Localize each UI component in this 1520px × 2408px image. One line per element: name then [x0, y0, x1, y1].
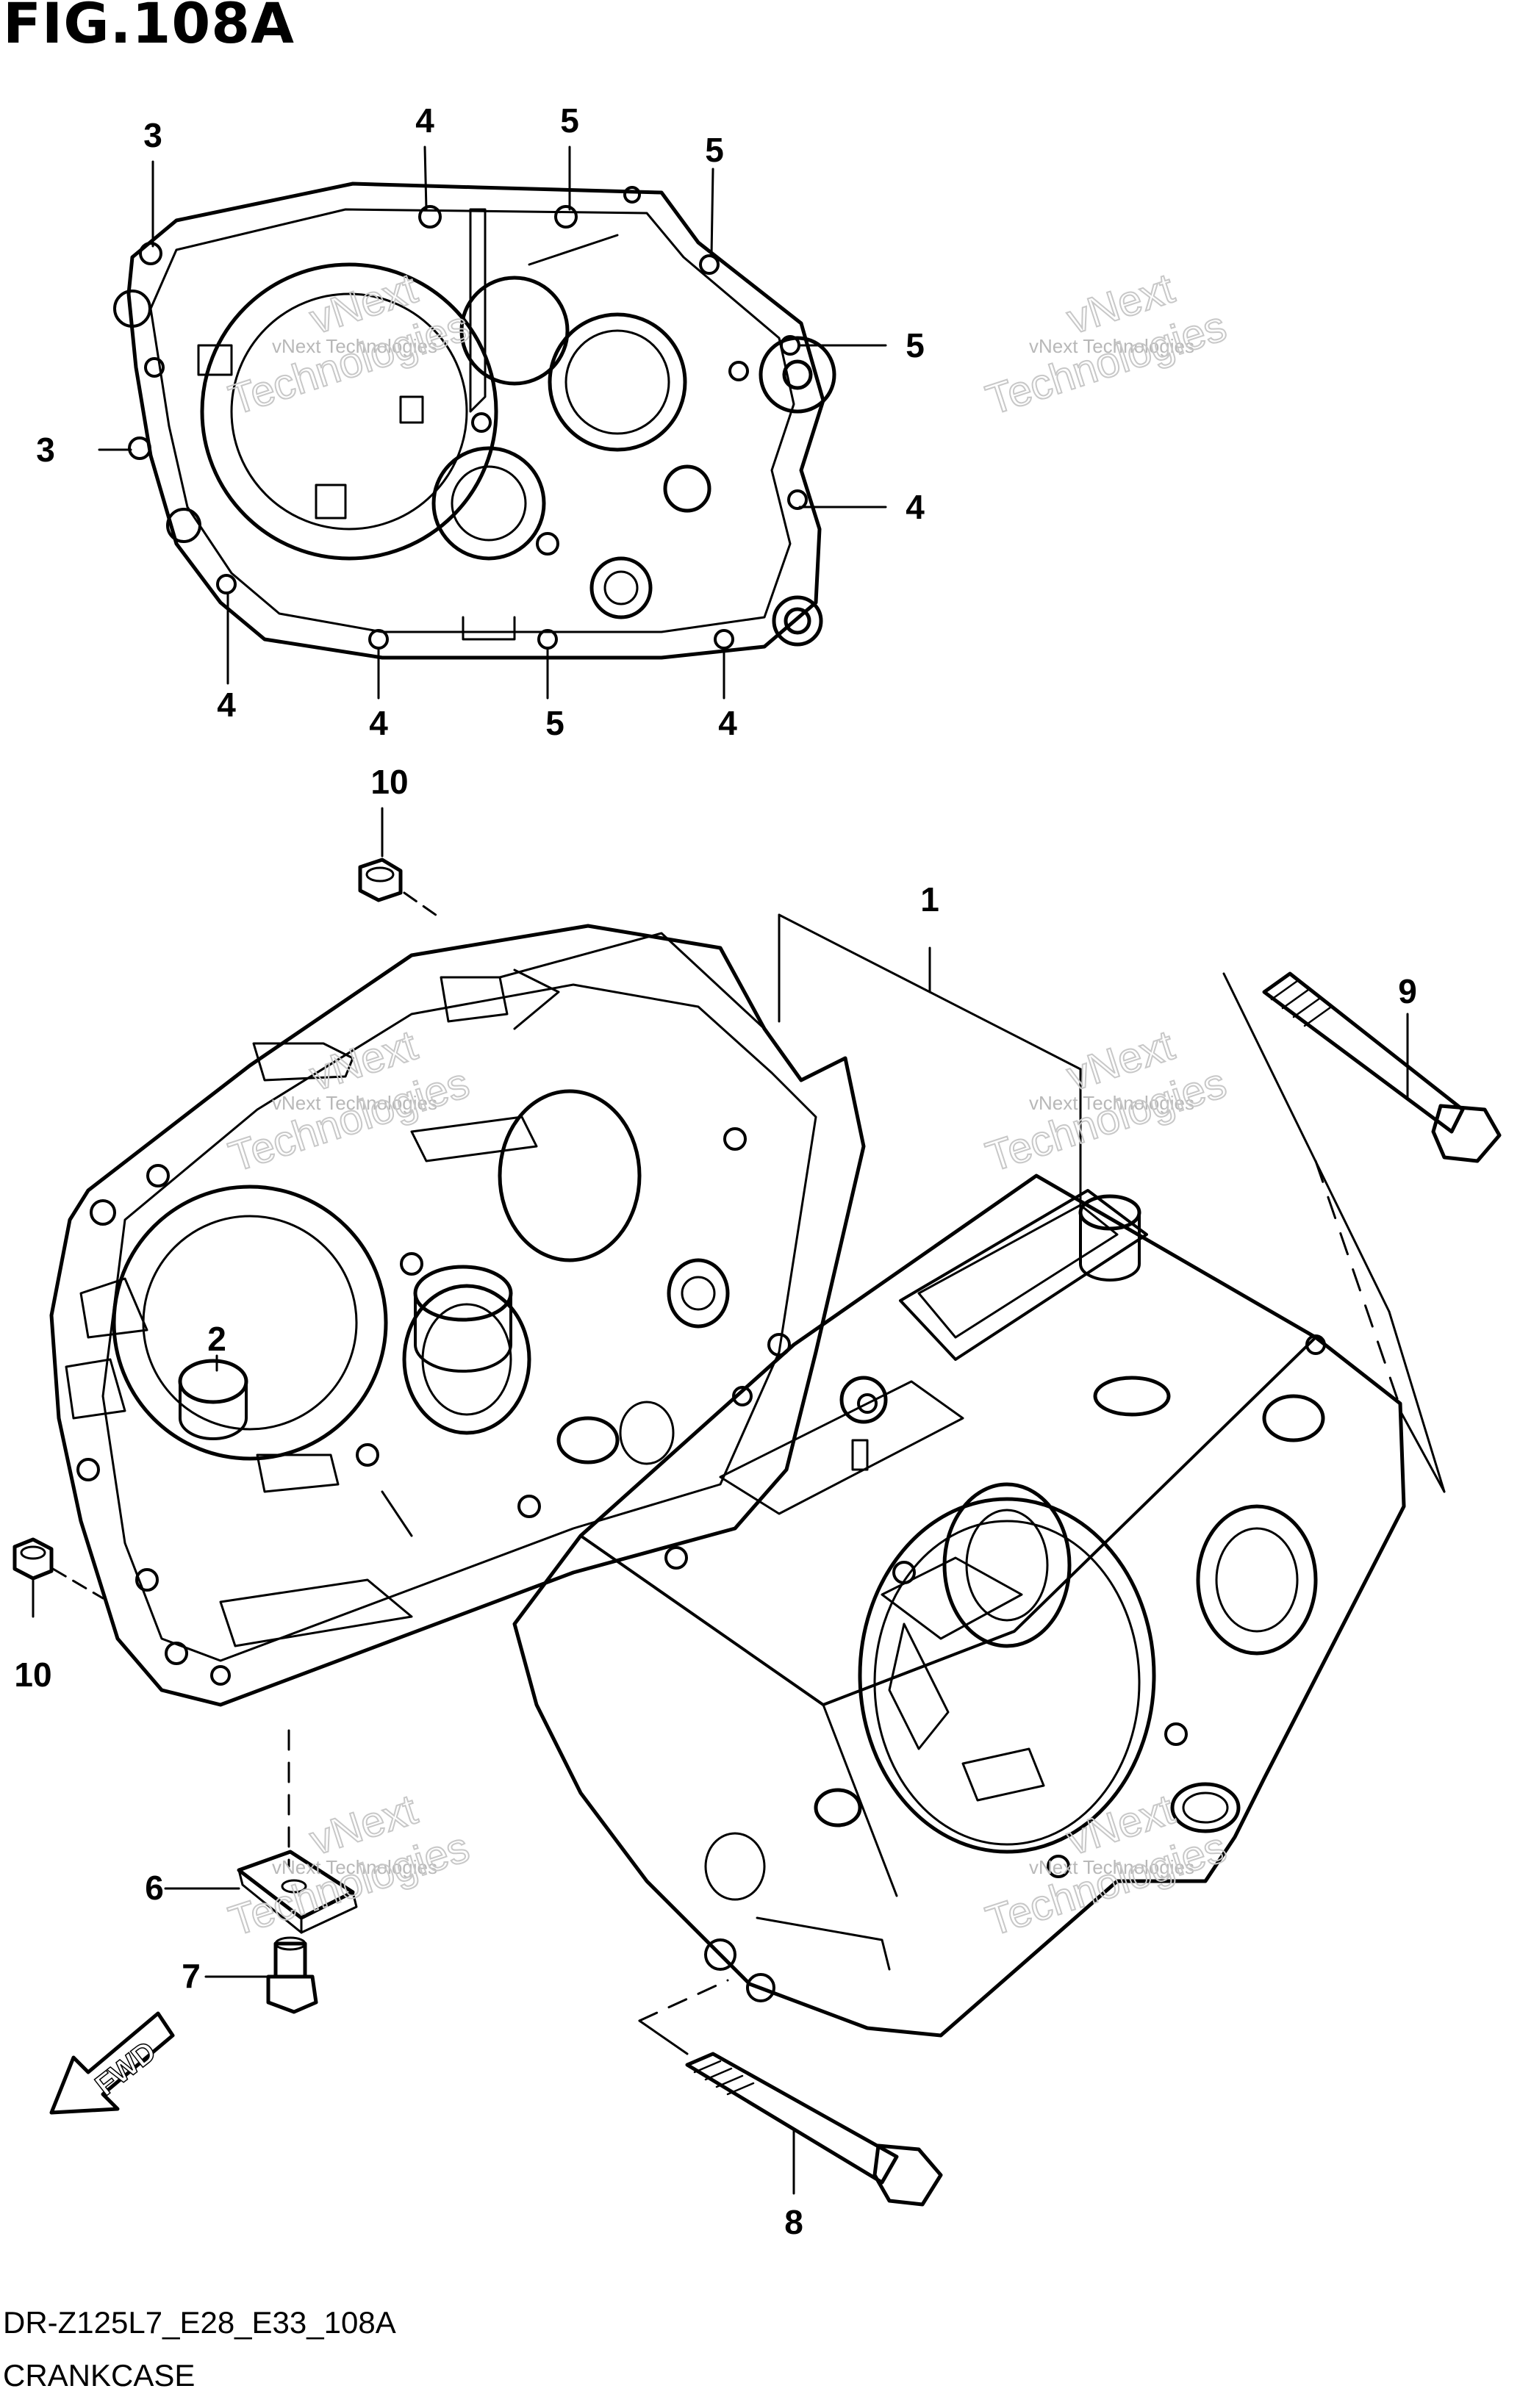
callout-5: 5 — [560, 101, 579, 140]
watermark-2: vNext Technologies vNext Technologies — [980, 264, 1233, 425]
callout-3: 3 — [143, 116, 162, 154]
callout-4: 4 — [718, 704, 737, 742]
svg-text:vNext Technologies: vNext Technologies — [1029, 1092, 1194, 1114]
part-10-nut-upper — [358, 807, 442, 920]
part-1-bracket — [778, 913, 1082, 1214]
svg-text:vNext Technologies: vNext Technologies — [1029, 1856, 1194, 1878]
callout-1: 1 — [920, 880, 939, 919]
figure-code: DR-Z125L7_E28_E33_108A — [3, 2305, 396, 2340]
crankcase-left-half — [49, 924, 866, 1707]
callout-10: 10 — [370, 763, 408, 801]
watermark-1: vNext Technologies vNext Technologies — [223, 264, 476, 425]
watermark-3: vNext Technologies vNext Technologies — [223, 1021, 476, 1182]
callout-5: 5 — [545, 704, 564, 742]
part-9-bolt — [1222, 971, 1502, 1493]
part-6-plate — [164, 1729, 358, 1934]
figure-title: FIG.108A — [3, 0, 295, 56]
callout-5: 5 — [705, 131, 724, 169]
part-10-nut-lower — [12, 1537, 104, 1618]
callout-5: 5 — [906, 326, 925, 364]
callout-2: 2 — [207, 1320, 226, 1358]
callout-4: 4 — [415, 101, 434, 140]
fwd-arrow-icon — [49, 2011, 175, 2115]
callout-9: 9 — [1398, 972, 1417, 1010]
callout-4: 4 — [217, 686, 236, 724]
figure-name: CRANKCASE — [3, 2358, 196, 2393]
svg-text:vNext Technologies: vNext Technologies — [272, 1092, 437, 1114]
callout-8: 8 — [784, 2203, 803, 2241]
callouts: 3 4 5 5 5 3 4 4 4 5 4 10 1 9 2 10 6 7 8 — [14, 101, 1416, 2241]
callout-6: 6 — [145, 1869, 164, 1907]
watermarks: vNext Technologies vNext Technologies vN… — [223, 264, 1233, 1947]
part-7-bolt — [204, 1936, 318, 2014]
fwd-label: FWD — [90, 2035, 162, 2102]
crankcase-right-half — [512, 1174, 1406, 2038]
part-8-bolt — [638, 1979, 943, 2207]
callout-10: 10 — [14, 1656, 51, 1694]
crankcase-mating-face — [98, 145, 887, 700]
svg-text:vNext Technologies: vNext Technologies — [272, 1856, 437, 1878]
watermark-5: vNext Technologies vNext Technologies — [223, 1785, 476, 1947]
svg-text:vNext Technologies: vNext Technologies — [272, 335, 437, 357]
watermark-4: vNext Technologies vNext Technologies — [980, 1021, 1233, 1182]
callout-4: 4 — [369, 704, 388, 742]
callout-7: 7 — [182, 1957, 201, 1995]
svg-text:vNext Technologies: vNext Technologies — [1029, 335, 1194, 357]
watermark-6: vNext Technologies vNext Technologies — [980, 1785, 1233, 1947]
callout-3: 3 — [36, 431, 55, 469]
callout-4: 4 — [906, 488, 925, 526]
